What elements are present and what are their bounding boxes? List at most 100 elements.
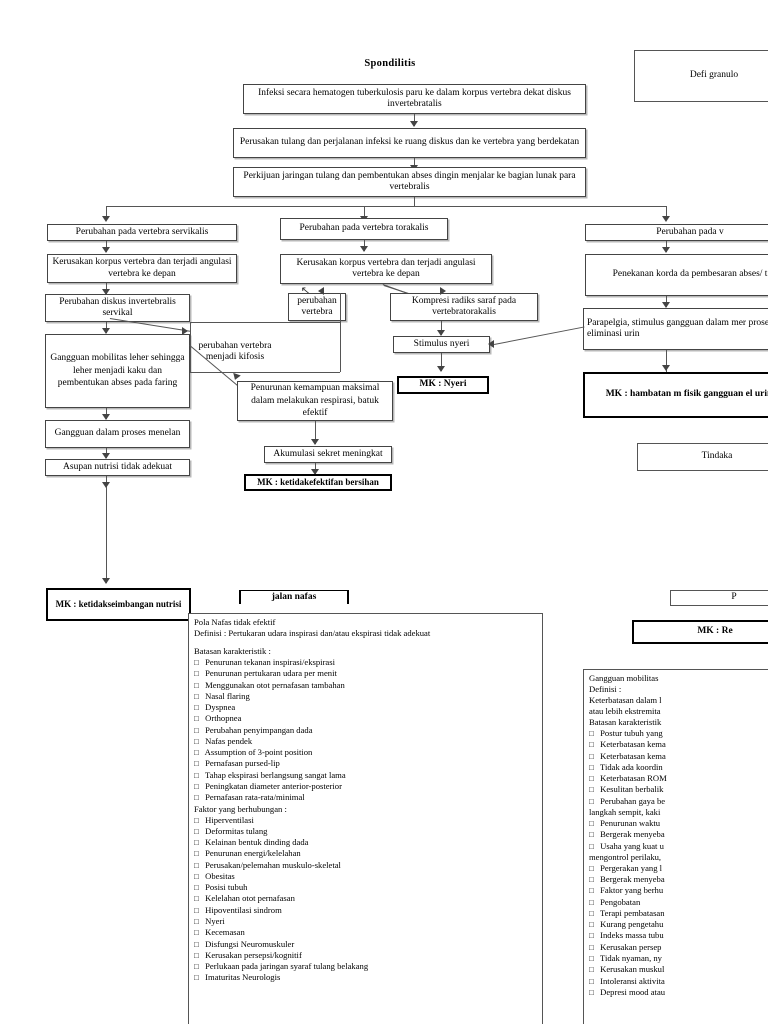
panel-spacer [194,639,538,646]
node-mk-nyeri: MK : Nyeri [397,376,489,394]
node-akumulasi-sekret: Akumulasi sekret meningkat [264,446,392,463]
connector-bus-right [666,206,667,219]
connector-n3-bus [414,197,415,206]
panel-checkbox-item: Terapi pembatasan [589,908,768,919]
panel-definition-cont: Keterbatasan dalam l [589,695,662,706]
connector-torakalis-1 [364,240,365,251]
arrow-parapelgia-stimulus-icon [488,340,494,348]
panel-heading: Pola Nafas tidak efektif [194,617,276,627]
connector-kompresi-stimulus [441,321,442,335]
panel-checkbox-item: Kerusakan persepsi/kognitif [194,950,538,961]
panel-checkbox-item: Dyspnea [194,702,538,713]
panel-checkbox-item: Penurunan pertukaran udara per menit [194,668,538,679]
panel-line-cont: mengontrol perilaku, [589,851,662,862]
arrow-lumbal-3-icon [662,365,670,371]
connector-bus-left [106,206,107,219]
panel-gangguan-mobilitas: Gangguan mobilitas Definisi :Keterbatasa… [583,669,768,1024]
panel-checkbox-item: Intoleransi aktivita [589,976,768,987]
panel-checkbox-item: Postur tubuh yang [589,728,768,739]
panel-checkbox-item: Penurunan waktu [589,818,768,829]
arrow-servikal-3-icon [102,328,110,334]
panel-checkbox-item: Orthopnea [194,713,538,724]
arrow-servikal-2-icon [102,289,110,295]
node-stimulus-nyeri: Stimulus nyeri [393,336,490,353]
connector-bus-horizontal [106,206,666,207]
node-perubahan-diskus-servikal: Perubahan diskus invertebralis servikal [45,294,190,322]
panel-checkbox-item: Pengobatan [589,897,768,908]
panel-checkbox-item: Depresi mood atau [589,987,768,998]
connector-respirasi-akumulasi [315,421,316,444]
panel-checkbox-item: Keterbatasan kema [589,751,768,762]
arrow-bus-right-icon [662,216,670,222]
arrow-to-perubahan-vertebra-icon [318,287,324,295]
panel-heading: Gangguan mobilitas [589,673,661,683]
node-penurunan-respirasi: Penurunan kemampuan maksimal dalam melak… [237,381,393,421]
node-gangguan-menelan: Gangguan dalam proses menelan [45,420,190,448]
frame-kifosis-bottom [190,372,340,373]
panel-checkbox-item: Tidak nyaman, ny [589,953,768,964]
frame-kifosis-left [190,322,191,372]
node-mk-ketidakseimbangan-nutrisi: MK : ketidakseimbangan nutrisi [46,588,191,621]
panel-checkbox-item: Kerusakan muskul [589,964,768,975]
panel-checkbox-item: Obesitas [194,871,538,882]
connector-parapelgia-stimulus [494,326,585,345]
panel-checkbox-item: Kecemasan [194,927,538,938]
node-tindakan: Tindaka [637,443,768,471]
arrow-servikal-to-mk-icon [102,578,110,584]
connector-servikal-to-mk [106,487,107,583]
panel-checkbox-item: Kesulitan berbalik [589,784,768,795]
connector-servikal-6 [106,476,107,487]
panel-checkbox-item: Penurunan tekanan inspirasi/ekspirasi [194,657,538,668]
arrow-torakalis-1-icon [360,246,368,252]
panel-checkbox-item: Kelainan bentuk dinding dada [194,837,538,848]
panel-checkbox-item: Nyeri [194,916,538,927]
panel-checkbox-item: Bergerak menyeba [589,829,768,840]
panel-checkbox-item: Pernafasan pursed-lip [194,758,538,769]
node-asupan-nutrisi: Asupan nutrisi tidak adekuat [45,459,190,476]
node-perubahan-servikalis: Perubahan pada vertebra servikalis [47,224,237,241]
arrow-lumbal-1-icon [662,247,670,253]
arrow-servikal-4-icon [102,414,110,420]
node-kerusakan-korpus-servikal: Kerusakan korpus vertebra dan terjadi an… [47,254,237,283]
node-perusakan-tulang: Perusakan tulang dan perjalanan infeksi … [233,128,586,158]
node-penekanan-korda: Penekanan korda da pembesaran abses/ t [585,254,768,296]
panel-checkbox-item: Nasal flaring [194,691,538,702]
panel-definition: Definisi : [589,684,622,695]
connector-n1-n2 [414,114,415,126]
connector-lumbal-1 [666,241,667,252]
connector-bus-mid [364,206,365,219]
panel-checkbox-item: Posisi tubuh [194,882,538,893]
node-perubahan-lumbalis: Perubahan pada v [585,224,768,241]
node-gangguan-mobilitas-leher: Gangguan mobilitas leher sehingga leher … [45,334,190,408]
connector-lumbal-3 [666,350,667,374]
panel-section-heading: Faktor yang berhubungan : [194,803,287,814]
connector-akumulasi-mk [315,463,316,474]
panel-checkbox-item: Nafas pendek [194,736,538,747]
node-kerusakan-korpus-torakal: Kerusakan korpus vertebra dan terjadi an… [280,254,492,284]
arrow-n1-n2-icon [410,121,418,127]
panel-line-cont: langkah sempit, kaki [589,807,661,818]
connector-stimulus-mknyeri [441,353,442,371]
panel-section-heading: Batasan karakteristik [589,717,662,728]
panel-section-heading: Batasan karakteristik : [194,646,271,657]
panel-checkbox-item: Faktor yang berhu [589,885,768,896]
node-definisi-granuloma: Defi granulo [634,50,768,102]
arrow-servikal-5-icon [102,453,110,459]
node-parapelgia: Parapelgia, stimulus gangguan dalam mer … [583,308,768,350]
panel-checkbox-item: Assumption of 3-point position [194,747,538,758]
panel-checkbox-item: Penurunan energi/kelelahan [194,848,538,859]
panel-checkbox-item: Hipoventilasi sindrom [194,905,538,916]
arrow-respirasi-akumulasi-icon [311,439,319,445]
panel-checkbox-item: Disfungsi Neuromuskuler [194,939,538,950]
node-mk-resiko: MK : Re [632,620,768,644]
node-perubahan-torakalis: Perubahan pada vertebra torakalis [280,218,448,240]
panel-checkbox-item: Tidak ada koordin [589,762,768,773]
node-mk-hambatan: MK : hambatan m fisik gangguan el urin [583,372,768,418]
page-title: Spondilitis [364,58,416,69]
node-kompresi-radiks: Kompresi radiks saraf pada vertebratorak… [390,293,538,321]
connector-servikal-3 [106,322,107,333]
panel-checkbox-item: Kelelahan otot pernafasan [194,893,538,904]
connector-servikal-1 [106,241,107,252]
